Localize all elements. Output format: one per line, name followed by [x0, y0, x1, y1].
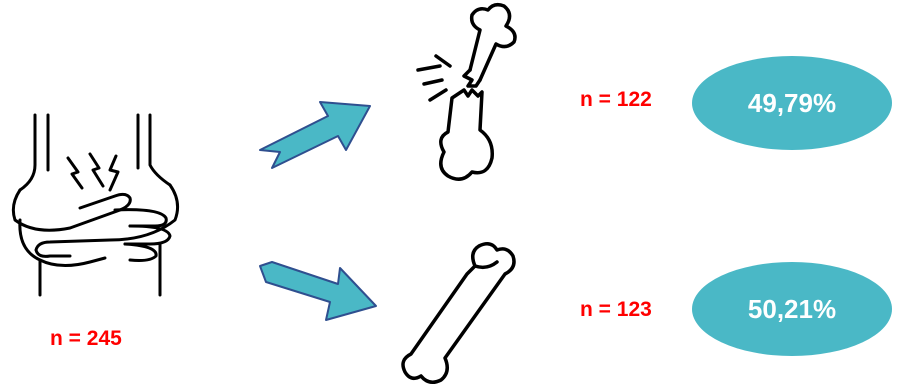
total-count: n = 245 — [50, 327, 122, 351]
arrow-right-icon — [250, 90, 380, 180]
fracture-percent-badge: 49,79% — [692, 56, 892, 150]
fracture-percent: 49,79% — [748, 88, 836, 119]
stomach-pain-icon — [0, 110, 190, 300]
broken-bone-icon — [410, 0, 530, 190]
no-fracture-percent: 50,21% — [748, 294, 836, 325]
arrow-right-icon — [252, 248, 382, 338]
no-fracture-count: n = 123 — [580, 298, 652, 322]
no-fracture-percent-badge: 50,21% — [692, 262, 892, 356]
bone-icon — [395, 238, 525, 388]
fracture-count: n = 122 — [580, 88, 652, 112]
